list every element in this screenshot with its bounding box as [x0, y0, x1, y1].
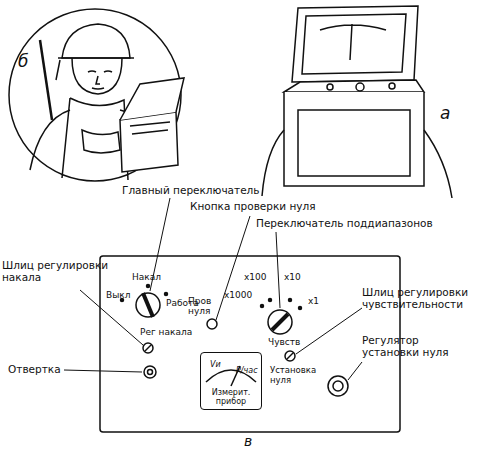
panel-label: Чувств [268, 337, 300, 347]
panel-label: Установка нуля [270, 366, 320, 386]
hand [82, 130, 120, 153]
callout-label: Переключатель поддиапазонов [256, 217, 433, 229]
screwdriver [144, 366, 156, 378]
figure-letter: а [440, 104, 450, 124]
main-switch [136, 293, 160, 317]
panel-label: х1000 [224, 290, 252, 300]
zero-check-button [207, 319, 217, 329]
meter-symbol: Vи [210, 360, 221, 369]
meter-box: Измерит. прибор [200, 352, 262, 410]
meter-symbol: Р/час [236, 366, 258, 375]
device-lid [292, 6, 418, 82]
filament-slot [143, 343, 153, 353]
panel-label: Накал [132, 272, 161, 282]
zero-regulator [328, 376, 348, 396]
panel-label: х100 [244, 272, 267, 282]
panel-label: Выкл [106, 290, 130, 300]
face [72, 58, 122, 94]
callout-label: Регулятор установки нуля [362, 334, 476, 358]
control-panel [100, 256, 400, 432]
device-panel [284, 80, 424, 92]
range-switch [268, 310, 292, 334]
panel-label: Пров нуля [188, 296, 216, 317]
device-body [284, 92, 424, 186]
helmet [62, 24, 130, 58]
panel-label: х1 [308, 296, 319, 306]
callout-label: Шлиц регулировки накала [2, 259, 110, 283]
panel-label: х10 [284, 272, 301, 282]
sensitivity-slot [285, 351, 295, 361]
meter-caption: Измерит. прибор [201, 389, 261, 407]
figure-letter: б [18, 52, 28, 72]
callout-label: Отвертка [8, 363, 61, 375]
callout-label: Кнопка проверки нуля [190, 200, 316, 212]
figure-letter: в [244, 433, 252, 449]
callout-label: Шлиц регулировки чувствительности [362, 286, 478, 310]
strap [262, 130, 452, 198]
device-box [120, 112, 178, 172]
callout-label: Главный переключатель [122, 184, 260, 196]
panel-label: Рег накала [140, 327, 192, 337]
